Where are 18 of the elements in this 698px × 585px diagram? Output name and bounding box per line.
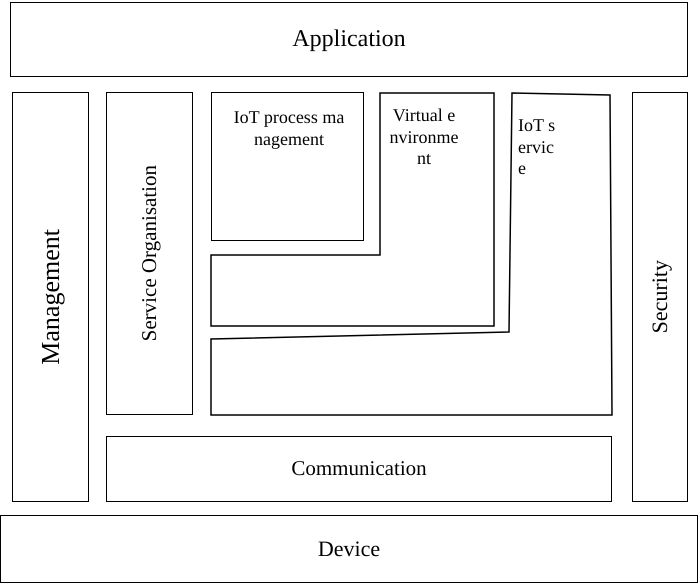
layer-label: Security (646, 260, 673, 334)
layer-label: Communication (291, 456, 427, 482)
l-shaped-box (211, 93, 494, 326)
layer-label: IoT process management (232, 107, 346, 150)
l-shaped-box (211, 93, 612, 415)
layer-box (211, 92, 364, 241)
layer-label: Virtual environment (389, 105, 459, 170)
layer-label: IoT service (518, 115, 556, 180)
layer-label: Management (34, 229, 66, 365)
layer-box (12, 92, 89, 502)
layer-box (106, 436, 612, 502)
layer-box (0, 515, 698, 583)
layer-box (106, 92, 193, 415)
layer-label: Application (292, 25, 406, 54)
layer-label: Device (318, 536, 380, 562)
layer-box (632, 92, 688, 502)
layer-label: Service Organisation (136, 165, 162, 342)
layer-box (10, 2, 688, 77)
